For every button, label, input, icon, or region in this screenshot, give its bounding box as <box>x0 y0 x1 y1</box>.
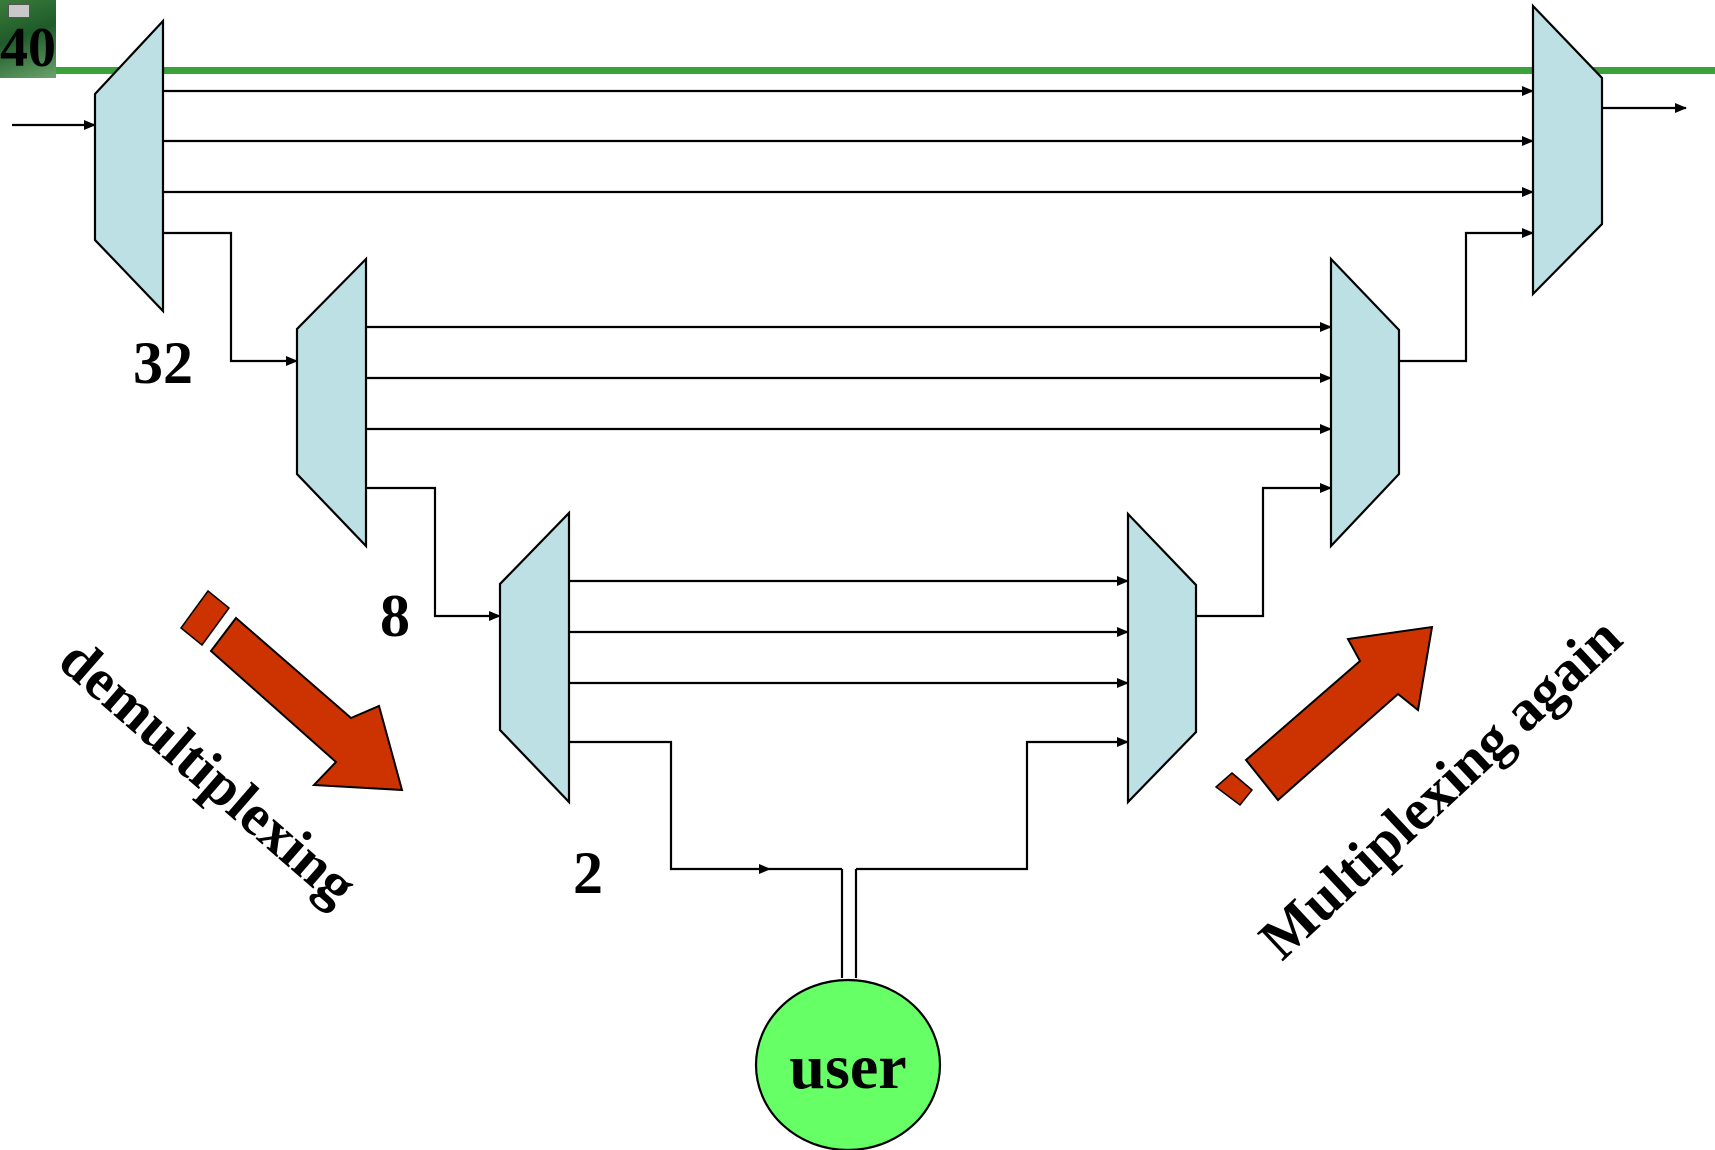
level3-to-level2-wire <box>1196 483 1332 618</box>
demux-level2 <box>295 256 368 549</box>
demux-level1 <box>93 18 165 314</box>
header-rule <box>50 67 1715 74</box>
mux-level2 <box>1329 256 1401 549</box>
stage-label-32: 32 <box>133 330 193 396</box>
demux-level3 <box>498 510 571 805</box>
level1-to-level2-wire <box>163 231 298 366</box>
level2-to-level1-wire <box>1399 228 1534 363</box>
mux-level1 <box>1531 3 1604 297</box>
user-to-level3-wire <box>856 737 1129 871</box>
wires <box>12 86 1687 978</box>
mux-blocks <box>1126 3 1604 805</box>
stage-label-2: 2 <box>573 840 603 906</box>
user-circle <box>754 978 942 1150</box>
demux-blocks <box>93 18 571 805</box>
slide-number: 40 <box>0 17 56 79</box>
stage-label-8: 8 <box>380 583 410 649</box>
chip-connector <box>8 4 30 18</box>
demultiplexing-caption: demultiplexing <box>47 626 369 918</box>
mux-level3 <box>1126 511 1198 805</box>
level3-to-user-wire <box>569 740 771 874</box>
demultiplexing-arrow-icon <box>179 589 404 792</box>
multiplexing-again-caption: Multiplexing again <box>1247 604 1634 971</box>
user-node: user <box>754 978 942 1150</box>
multiplexing-arrow-icon <box>1214 625 1434 807</box>
circuit-board-icon <box>0 0 56 78</box>
level2-to-level3-wire <box>366 486 501 621</box>
user-label: user <box>789 1031 906 1102</box>
